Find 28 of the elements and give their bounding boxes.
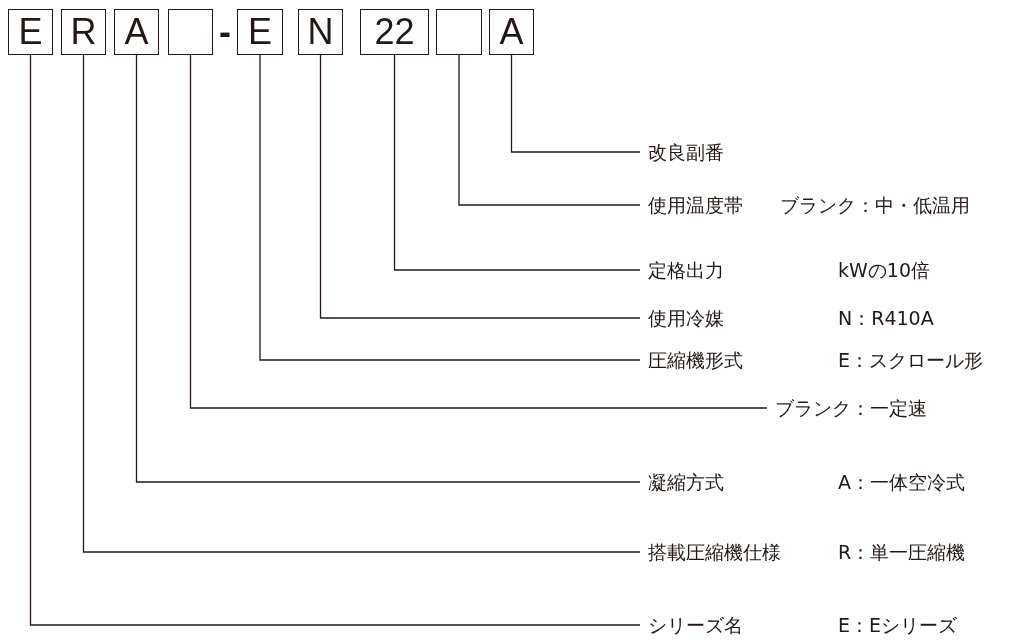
leader-line (393, 54, 641, 271)
code-letter-box: E (237, 9, 283, 55)
blank-code-box (436, 9, 482, 55)
leader-line (29, 54, 641, 626)
leader-line (135, 54, 641, 483)
code-letter-box: E (8, 9, 53, 55)
hyphen-text: - (218, 10, 232, 54)
field-name-text: ブランク：一定速 (767, 396, 927, 420)
field-name-text: 使用冷媒 N：R410A (640, 306, 934, 330)
leader-line (458, 54, 641, 206)
leader-line (82, 54, 641, 553)
leader-line (319, 54, 641, 319)
code-letter-box: A (114, 9, 159, 55)
blank-code-box (168, 9, 213, 55)
field-name-text: シリーズ名 E：Eシリーズ (640, 613, 957, 637)
field-name-text: 圧縮機形式 E：スクロール形 (640, 348, 983, 372)
leader-line (510, 54, 641, 153)
field-name-text: 凝縮方式 A：一体空冷式 (640, 470, 965, 494)
field-name-text: 定格出力 kWの10倍 (640, 258, 930, 282)
field-name-text: 使用温度帯 ブランク：中・低温用 (640, 193, 970, 217)
field-name-text: 改良副番 (640, 140, 724, 164)
code-letter-box: R (61, 9, 106, 55)
code-letter-box: N (298, 9, 343, 55)
leader-line (189, 54, 768, 409)
code-letter-box: A (489, 9, 534, 55)
field-name-text: 搭載圧縮機仕様 R：単一圧縮機 (640, 540, 966, 564)
code-letter-box: 22 (360, 9, 429, 55)
leader-line (259, 54, 641, 361)
